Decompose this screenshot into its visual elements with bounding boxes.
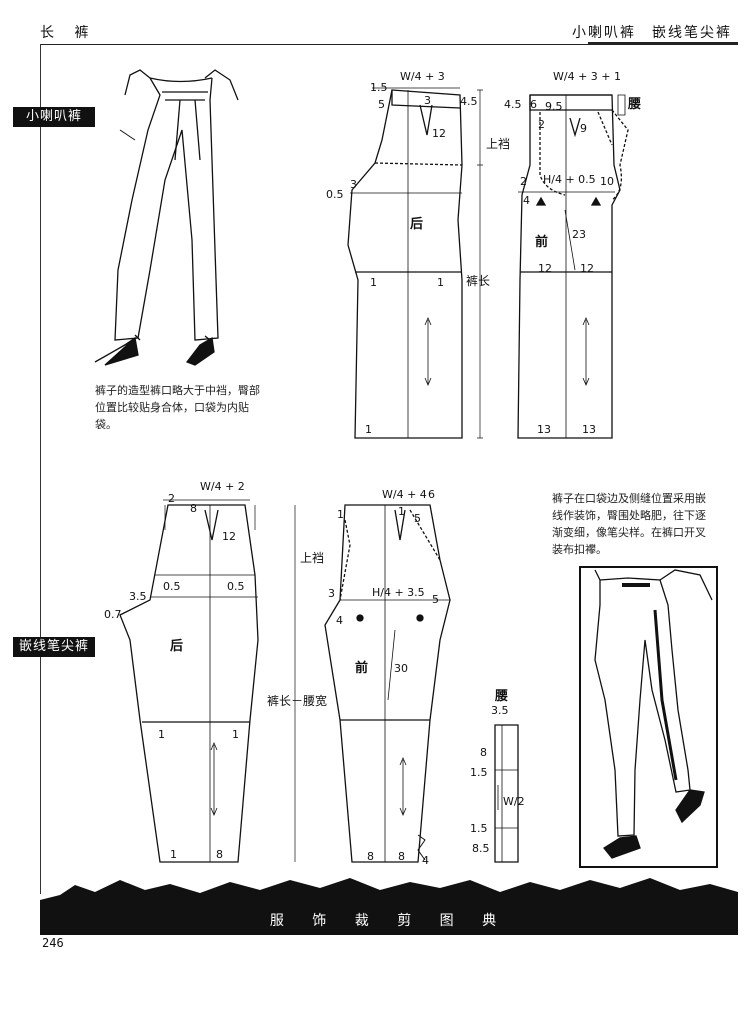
waistband <box>494 724 519 863</box>
figure-piped-trousers <box>579 566 718 868</box>
measurement-label: 5 <box>432 593 439 606</box>
p2-waist-label: 腰 <box>494 689 508 704</box>
chapter-title: 长 裤 <box>40 25 97 41</box>
p1-front-hip: H/4 + 0.5 <box>543 173 596 186</box>
measurement-label: 0.5 <box>227 580 245 593</box>
measurement-label: 8 <box>367 850 374 863</box>
measurement-label: 6 <box>530 98 537 111</box>
measurement-label: 4 <box>523 194 530 207</box>
pattern2-back <box>119 499 259 863</box>
p2-front-label: 前 <box>355 660 368 676</box>
caption-piping: 裤子在口袋边及侧缝位置采用嵌线作装饰，臀围处略肥，往下逐渐变细，像笔尖样。在裤口… <box>552 492 706 556</box>
p2-back-label: 后 <box>170 638 183 654</box>
measurement-label: 1 <box>170 848 177 861</box>
measurement-label: 23 <box>572 228 586 241</box>
measurement-label: 3 <box>350 178 357 191</box>
figure-flare-trousers <box>94 69 239 366</box>
header-rule-accent <box>588 42 738 45</box>
measurement-label: 3 <box>424 94 431 107</box>
p1-waist-label: 腰 <box>627 97 641 112</box>
measurement-label: 12 <box>222 530 236 543</box>
measurement-label: 12 <box>538 262 552 275</box>
footer-band <box>40 878 738 935</box>
measurement-label: 3.5 <box>491 704 509 717</box>
p1-back-waist: W/4 + 3 <box>400 70 445 83</box>
section-title: 小喇叭裤 嵌线笔尖裤 <box>572 25 732 41</box>
measurement-label: 8 <box>190 502 197 515</box>
pattern2-front <box>294 504 451 863</box>
pattern1-back <box>347 87 483 439</box>
measurement-label: 9 <box>580 122 587 135</box>
measurement-label: 8 <box>480 746 487 759</box>
p1-front-label: 前 <box>535 234 548 250</box>
page-number: 246 <box>42 936 64 950</box>
measurement-label: 30 <box>394 662 408 675</box>
measurement-label: 13 <box>537 423 551 436</box>
p1-front-waist: W/4 + 3 + 1 <box>553 70 621 83</box>
measurement-label: 1 <box>232 728 239 741</box>
measurement-label: 1 <box>158 728 165 741</box>
measurement-label: 5 <box>414 512 421 525</box>
measurement-label: 1.5 <box>370 81 388 94</box>
p2-back-waist: W/4 + 2 <box>200 480 245 493</box>
measurement-label: 4 <box>336 614 343 627</box>
measurement-label: 10 <box>600 175 614 188</box>
pattern-annotations: 后 前 腰 上裆 裤长 W/4 + 3 W/4 + 3 + 1 H/4 + 0.… <box>104 70 641 867</box>
measurement-label: 3.5 <box>129 590 147 603</box>
p1-crotch-label: 上裆 <box>486 137 510 151</box>
measurement-label: 1.5 <box>470 822 488 835</box>
measurement-label: 4.5 <box>504 98 522 111</box>
measurement-label: 9.5 <box>545 100 563 113</box>
measurement-label: 3 <box>328 587 335 600</box>
measurement-label: 4.5 <box>460 95 478 108</box>
section-tab-flare: 小喇叭裤 <box>13 107 95 127</box>
measurement-label: 6 <box>428 488 435 501</box>
p2-crotch-label: 上裆 <box>300 551 324 565</box>
measurement-label: 2 <box>538 118 545 131</box>
measurement-label: 0.7 <box>104 608 122 621</box>
measurement-label: 1.5 <box>470 766 488 779</box>
p2-front-waist: W/4 + 4 <box>382 488 427 501</box>
measurement-label: 2 <box>168 492 175 505</box>
measurement-label: 8 <box>398 850 405 863</box>
measurement-label: 0.5 <box>326 188 344 201</box>
measurement-label: 8 <box>216 848 223 861</box>
measurement-label: 12 <box>432 127 446 140</box>
measurement-label: 1 <box>437 276 444 289</box>
measurement-label: 0.5 <box>163 580 181 593</box>
measurement-label: 2 <box>520 175 527 188</box>
measurement-label: 13 <box>582 423 596 436</box>
measurement-label: 1 <box>370 276 377 289</box>
p2-length-label: 裤长－腰宽 <box>267 693 327 708</box>
measurement-label: 1 <box>398 505 405 518</box>
measurement-label: 4 <box>422 854 429 867</box>
footer-title: 服 饰 裁 剪 图 典 <box>269 913 509 929</box>
measurement-label: 12 <box>580 262 594 275</box>
p1-back-label: 后 <box>410 216 423 232</box>
measurement-label: 8.5 <box>472 842 490 855</box>
section-tab-piping: 嵌线笔尖裤 <box>13 637 95 657</box>
measurement-label: 1 <box>365 423 372 436</box>
p2-front-hip: H/4 + 3.5 <box>372 586 425 599</box>
p2-band-formula: W/2 <box>503 795 525 808</box>
caption-flare: 裤子的造型裤口略大于中裆，臀部位置比较贴身合体，口袋为内贴袋。 <box>95 384 260 431</box>
margin-rule <box>40 44 41 894</box>
measurement-label: 1 <box>337 508 344 521</box>
measurement-label: 5 <box>378 98 385 111</box>
pattern1-front <box>517 94 629 439</box>
header-rule <box>40 44 738 45</box>
p1-length-label: 裤长 <box>466 274 490 288</box>
